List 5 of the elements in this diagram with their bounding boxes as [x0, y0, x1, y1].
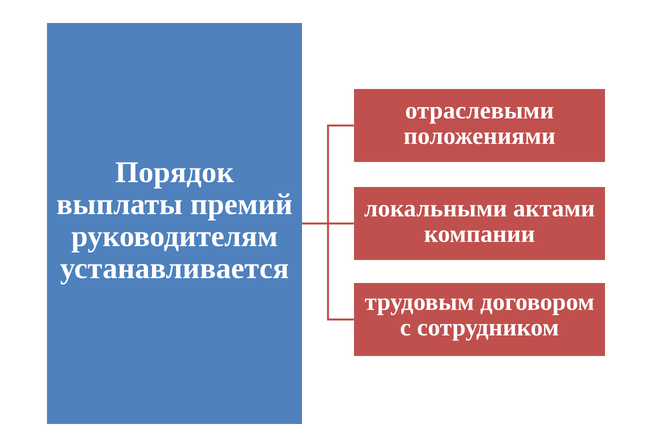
- category-box: локальными актами компании: [354, 187, 605, 260]
- connector-line: [302, 222, 354, 320]
- category-box: трудовым договором с сотрудником: [354, 283, 605, 356]
- topic-box: Порядок выплаты премий руководителям устанавливается: [47, 23, 302, 424]
- category-box: отраслевыми положениями: [354, 89, 605, 162]
